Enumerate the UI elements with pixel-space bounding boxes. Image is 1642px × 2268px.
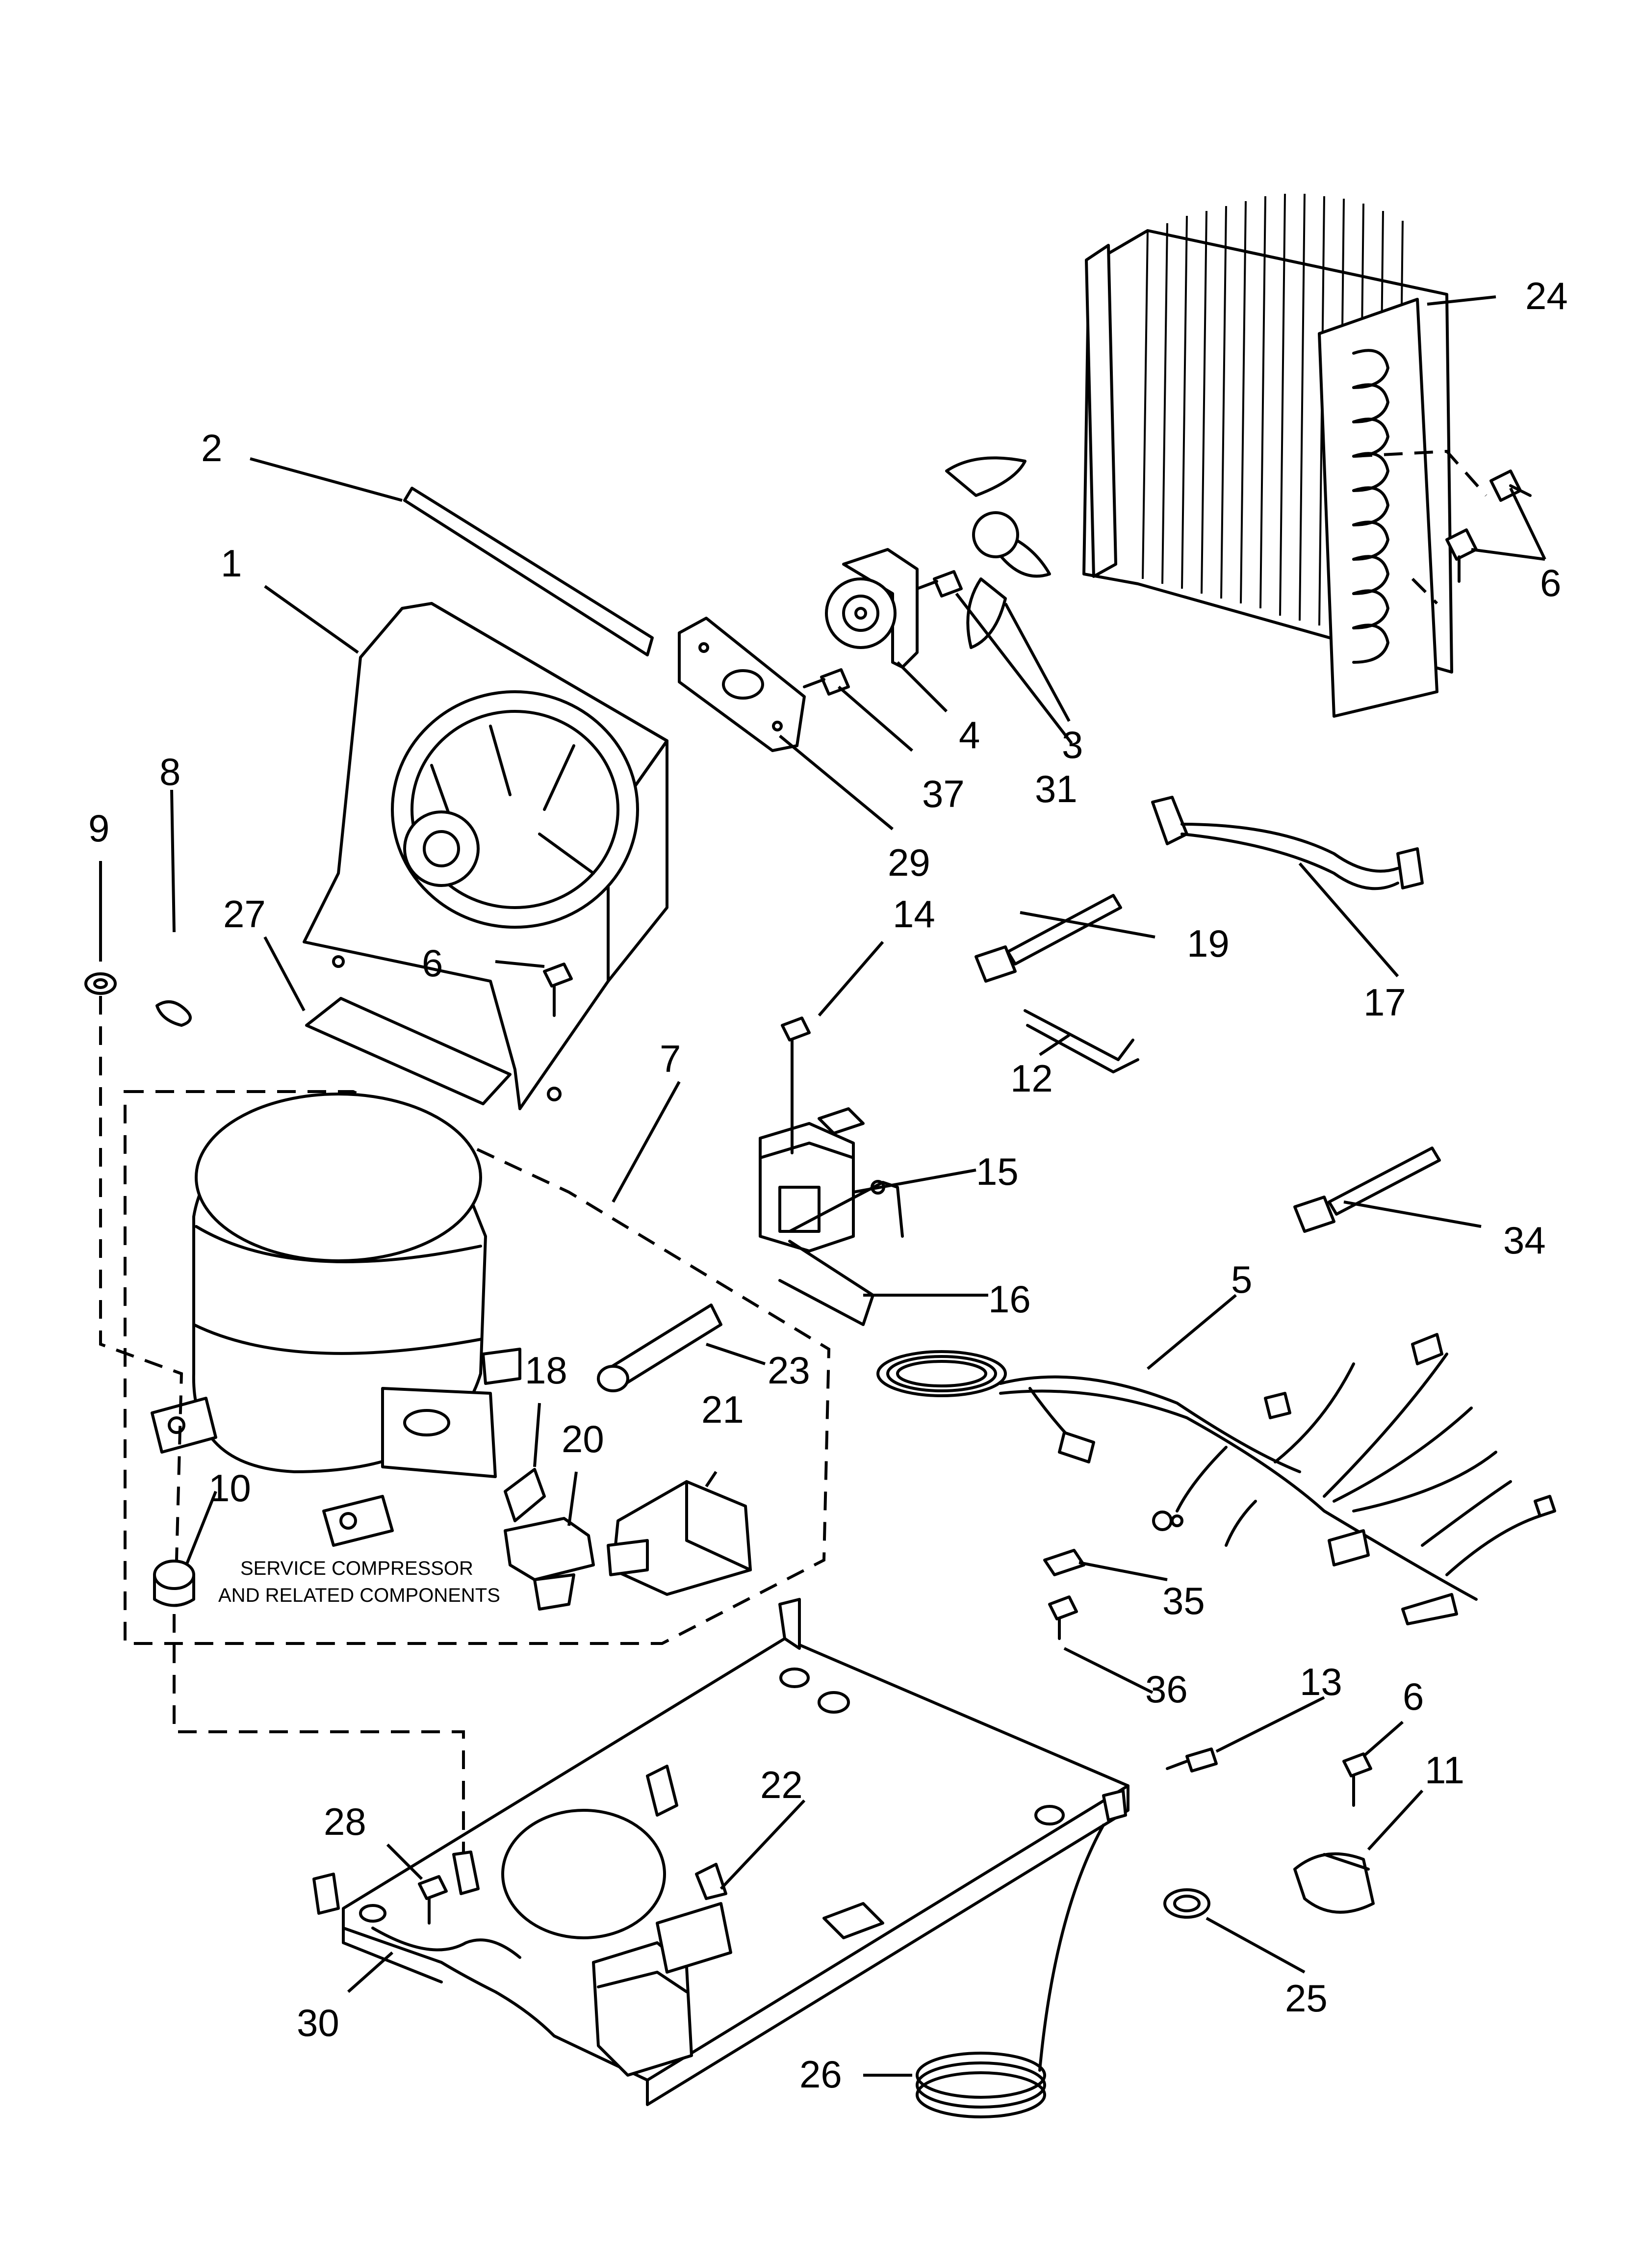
callout-12: 12	[1010, 1057, 1053, 1100]
compressor	[151, 1093, 521, 1547]
callout-22: 22	[760, 1763, 803, 1806]
coil-tubing	[916, 1824, 1105, 2118]
callout-27: 27	[223, 892, 266, 936]
callout-14: 14	[893, 892, 935, 936]
screw-condenser	[1445, 469, 1532, 583]
assembly-line-11	[173, 1614, 465, 1854]
screw-clamp	[1342, 1752, 1372, 1807]
callout-21: 21	[701, 1388, 744, 1431]
harness-clip	[1043, 1549, 1085, 1576]
motor-bracket	[678, 617, 850, 752]
filter-drier	[597, 1303, 722, 1392]
callout-3: 3	[1062, 723, 1083, 766]
wire-harness-main	[876, 1333, 1556, 1625]
callout-25: 25	[1285, 1977, 1328, 2020]
gasket-strip	[403, 487, 654, 656]
grommet-base	[452, 1851, 480, 1895]
callout-2: 2	[201, 426, 222, 469]
drain-tube	[1024, 1009, 1139, 1073]
grommet	[153, 1560, 195, 1607]
callout-35: 35	[1162, 1579, 1205, 1622]
callout-29: 29	[888, 841, 930, 884]
callout-1: 1	[221, 542, 242, 585]
callout-17: 17	[1363, 981, 1406, 1024]
callout-6: 6	[1403, 1675, 1424, 1718]
callout-36: 36	[1145, 1668, 1188, 1711]
base-pan	[312, 1598, 1129, 2106]
callout-9: 9	[88, 807, 109, 850]
callout-13: 13	[1300, 1660, 1342, 1703]
service-note-line1: SERVICE COMPRESSOR	[240, 1558, 473, 1579]
callout-15: 15	[976, 1150, 1019, 1193]
start-relay	[504, 1517, 595, 1611]
water-valve	[592, 1863, 732, 2077]
cable-tie-19	[975, 894, 1122, 983]
callout-34: 34	[1503, 1219, 1546, 1262]
screw-13	[1166, 1747, 1218, 1773]
hose-clamp	[1163, 1888, 1210, 1919]
callout-18: 18	[525, 1349, 567, 1392]
callout-19: 19	[1187, 922, 1230, 965]
callout-37: 37	[922, 772, 965, 815]
washer	[84, 972, 117, 995]
drain-tube-30	[371, 1927, 521, 1959]
callout-11: 10	[208, 1466, 251, 1510]
callout-numbers: 2 1 24 6 3 31 4 37 29 8 9 27 6 7 14 19 1…	[88, 274, 1568, 2096]
cable-tie-34	[1293, 1147, 1441, 1233]
fan-shroud	[303, 602, 668, 1110]
screw-shroud	[543, 963, 573, 1017]
callout-4: 4	[959, 713, 980, 756]
callout-5: 5	[1231, 1258, 1252, 1301]
callout-26: 26	[799, 2053, 842, 2096]
screw-base	[418, 1875, 448, 1925]
service-note-line2: AND RELATED COMPONENTS	[218, 1585, 500, 1606]
callout-24: 24	[1525, 274, 1568, 317]
callout-20: 20	[562, 1417, 604, 1460]
callout-28: 28	[324, 1800, 366, 1843]
callout-10: 11	[1425, 1748, 1464, 1792]
callout-8: 8	[159, 750, 180, 793]
callout-16: 16	[988, 1277, 1031, 1321]
overload-protector	[504, 1468, 546, 1522]
callout-6: 6	[1540, 561, 1561, 604]
relay-cover	[607, 1480, 752, 1596]
callout-23: 23	[768, 1349, 810, 1392]
condenser-coil	[1082, 193, 1488, 718]
clip	[155, 1000, 192, 1027]
screw-clip	[1048, 1595, 1078, 1640]
callout-6: 6	[422, 941, 443, 985]
solenoid-valve	[759, 1017, 865, 1252]
assembly-line-9	[99, 996, 183, 1561]
fan-blade	[945, 456, 1051, 649]
callout-31: 31	[1035, 767, 1078, 810]
clamp-10	[1293, 1852, 1375, 1914]
service-note: SERVICE COMPRESSOR AND RELATED COMPONENT…	[218, 1558, 500, 1606]
mounting-plate	[305, 997, 512, 1105]
leader-lines	[99, 295, 1546, 2077]
callout-7: 7	[660, 1037, 681, 1080]
wire-harness-17	[1151, 796, 1424, 890]
callout-30: 30	[297, 2001, 339, 2044]
fan-motor	[825, 548, 963, 669]
